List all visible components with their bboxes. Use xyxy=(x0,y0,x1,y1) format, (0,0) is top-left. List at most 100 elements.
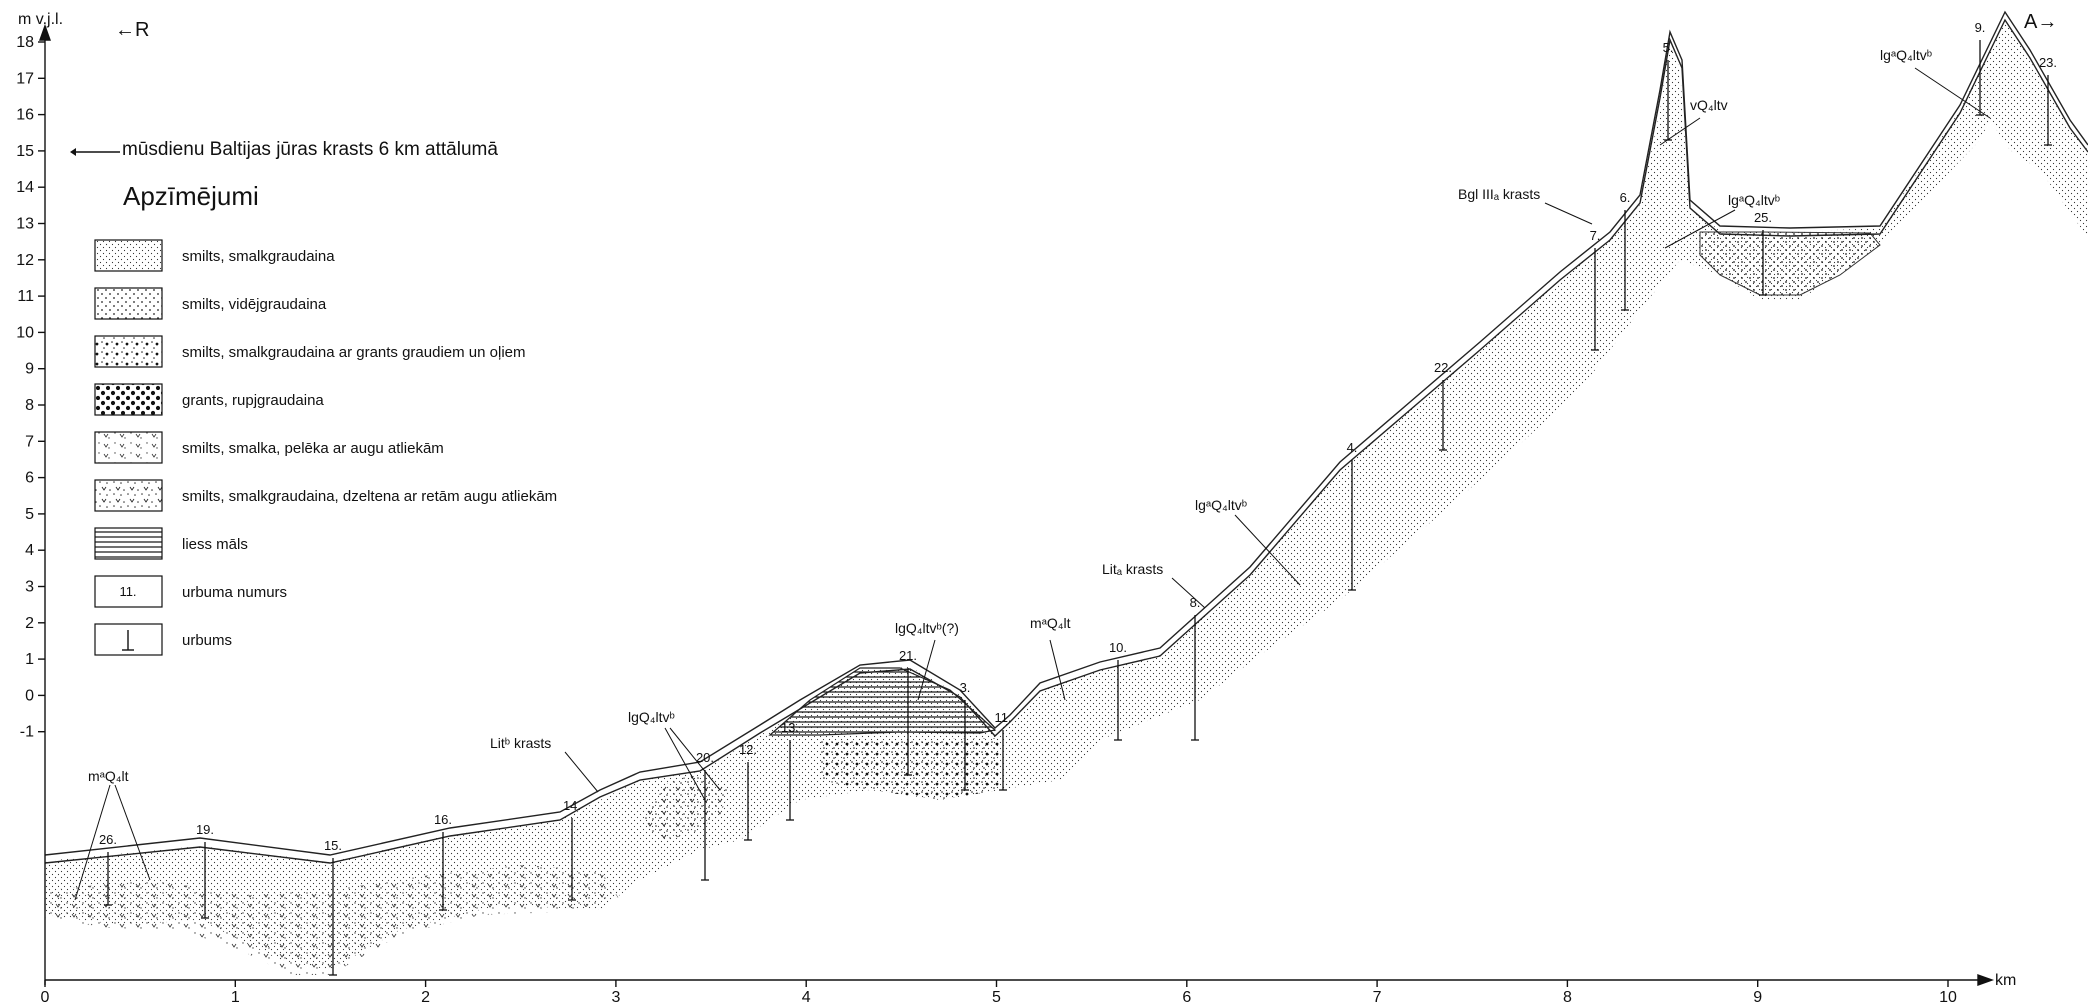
x-tick-label: 4 xyxy=(802,989,811,1005)
y-tick-label: 2 xyxy=(25,615,34,632)
y-tick-label: 15 xyxy=(16,143,34,160)
y-tick-label: 14 xyxy=(16,179,34,196)
x-tick-label: 2 xyxy=(421,989,430,1005)
y-axis-unit: m v.j.l. xyxy=(18,11,63,28)
y-tick-label: 17 xyxy=(16,70,34,87)
y-tick-label: 16 xyxy=(16,107,34,124)
legend-item: liess māls xyxy=(94,527,248,560)
x-axis-arrow xyxy=(1977,974,1995,986)
borehole: 13. xyxy=(781,720,799,821)
borehole: 8. xyxy=(1190,595,1201,741)
legend-swatch-sand-gravel xyxy=(94,335,163,368)
borehole: 22. xyxy=(1434,360,1452,451)
legend-swatch-borehole-number xyxy=(94,575,163,608)
borehole-number: 5. xyxy=(1663,40,1674,55)
y-tick-label: 11 xyxy=(17,288,34,305)
annotations: mᵃQ₄lt Litᵇ krasts lgQ₄ltvᵇ lgQ₄ltvᵇ(?) … xyxy=(74,47,1991,901)
borehole: 20. xyxy=(696,750,714,881)
borehole: 15. xyxy=(324,838,342,976)
legend-item: smilts, vidējgraudaina xyxy=(94,287,327,320)
legend-label: urbums xyxy=(182,632,232,649)
anno-m-ql-left-leader2 xyxy=(114,784,151,881)
legend-swatch-fine-sand xyxy=(94,239,163,272)
legend-label: smilts, smalkgraudaina ar grants graudie… xyxy=(182,344,525,361)
anno-lgq-ltvb-q-leader xyxy=(917,639,936,701)
borehole-number: 11. xyxy=(994,710,1011,725)
borehole-number: 14. xyxy=(563,798,581,813)
x-tick-label: 5 xyxy=(992,989,1001,1005)
anno-lg-ql-ltvb-top-leader xyxy=(1914,67,1991,119)
borehole-number: 15. xyxy=(324,838,342,853)
y-tick-label: 4 xyxy=(25,542,34,559)
anno-lg-ql-ltvb-top: lgᵃQ₄ltvᵇ xyxy=(1880,47,1932,63)
direction-left: ←R xyxy=(115,19,149,41)
x-tick-label: 0 xyxy=(41,989,50,1005)
y-tick-label: 7 xyxy=(25,433,34,450)
borehole: 7. xyxy=(1590,228,1601,351)
borehole: 9. xyxy=(1975,20,1986,116)
legend-item: grants, rupjgraudaina xyxy=(94,383,324,416)
y-tick-label: 18 xyxy=(16,34,34,51)
legend-swatch-yellow-sand-plants xyxy=(94,479,163,512)
legend-swatch-coarse-gravel xyxy=(94,383,163,416)
borehole: 12. xyxy=(739,742,757,841)
coast-note-arrowhead xyxy=(70,148,76,156)
anno-lgq-ltvb-low-leader xyxy=(664,727,706,801)
sand-lens-right xyxy=(1699,231,1881,296)
y-tick-label: 5 xyxy=(25,506,34,523)
y-tick-label: 13 xyxy=(16,216,34,233)
anno-m-ql-left-leader xyxy=(74,784,111,901)
borehole-number: 13. xyxy=(781,720,799,735)
legend-item: smilts, smalkgraudaina, dzeltena ar retā… xyxy=(94,479,557,512)
fine-sand-body xyxy=(45,20,2088,970)
surface-line-inner xyxy=(44,18,2088,864)
legend-title: Apzīmējumi xyxy=(123,181,259,211)
anno-lgq-ltvb-low-leader2 xyxy=(669,727,721,791)
legend-item: urbums xyxy=(94,623,232,656)
borehole: 3. xyxy=(960,680,970,791)
x-tick-label: 8 xyxy=(1563,989,1572,1005)
boreholes: 26. 19. 15. 16. 14. 20. 12. 13. 21. 3. 11. 10. 8. 4. 2… xyxy=(99,20,2057,976)
borehole-number: 9. xyxy=(1975,20,1986,35)
borehole-number: 4. xyxy=(1347,440,1358,455)
legend-item: smilts, smalkgraudaina xyxy=(94,239,335,272)
borehole-number: 20. xyxy=(696,750,714,765)
borehole: 10. xyxy=(1109,640,1127,741)
x-tick-label: 10 xyxy=(1939,989,1957,1005)
anno-m-ql-left: mᵃQ₄lt xyxy=(88,768,129,784)
borehole-number: 16. xyxy=(434,812,452,827)
x-tick-label: 9 xyxy=(1753,989,1762,1005)
legend-swatch-medium-sand xyxy=(94,287,163,320)
borehole-number: 22. xyxy=(1434,360,1452,375)
borehole-number: 8. xyxy=(1190,595,1201,610)
borehole: 11. xyxy=(994,710,1012,791)
legend-label: smilts, smalka, pelēka ar augu atliekām xyxy=(182,440,444,457)
borehole: 16. xyxy=(434,812,452,911)
y-axis-arrow xyxy=(39,23,51,41)
borehole-number: 7. xyxy=(1590,228,1601,243)
borehole: 21. xyxy=(899,648,917,776)
x-tick-label: 3 xyxy=(611,989,620,1005)
legend-item: smilts, smalka, pelēka ar augu atliekām xyxy=(94,431,444,464)
legend-label: smilts, smalkgraudaina, dzeltena ar retā… xyxy=(182,488,557,505)
borehole-number: 12. xyxy=(739,742,757,757)
legend-swatch-lean-clay xyxy=(94,527,163,560)
legend-sample-number: 11. xyxy=(119,584,136,599)
coarse-gravel-body xyxy=(820,738,1000,800)
anno-vq-ltv: vQ₄ltv xyxy=(1690,97,1728,113)
anno-lit-a-krasts-leader xyxy=(1171,577,1206,609)
y-tick-label: 10 xyxy=(16,324,34,341)
borehole: 25. xyxy=(1754,210,1772,296)
borehole: 26. xyxy=(99,832,117,906)
borehole-number: 21. xyxy=(899,648,917,663)
y-tick-label: 9 xyxy=(25,361,34,378)
anno-vq-ltv-leader xyxy=(1659,117,1701,146)
borehole-number: 19. xyxy=(196,822,214,837)
anno-lg-ql-ltvb-mid-leader xyxy=(1234,514,1301,586)
anno-m-ql-mid: mᵃQ₄lt xyxy=(1030,615,1071,631)
y-tick-label: 6 xyxy=(25,470,34,487)
anno-bgl-krasts: Bgl IIIₐ krasts xyxy=(1458,186,1540,202)
x-axis-unit: km xyxy=(1995,972,2016,989)
